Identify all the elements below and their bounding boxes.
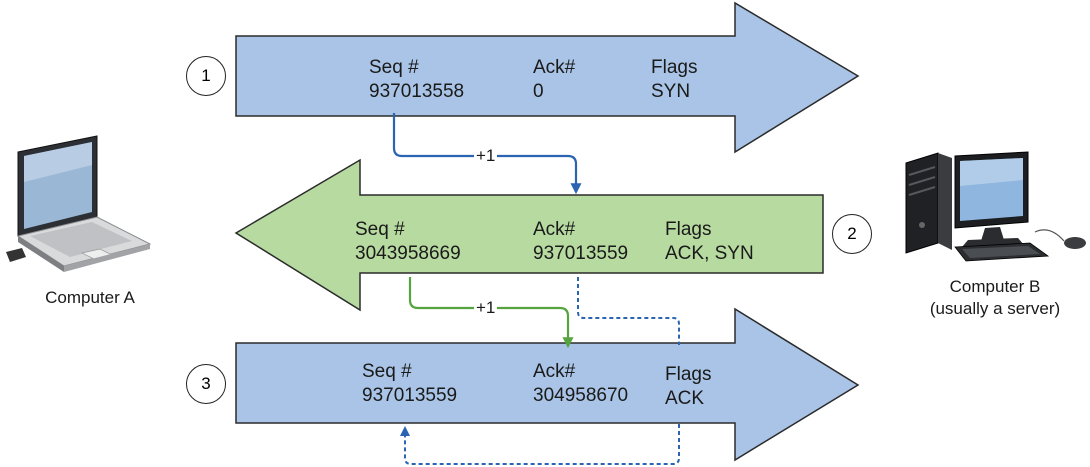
step-2-flags-label: Flags — [665, 219, 712, 240]
step-3-seq-label: Seq # — [362, 361, 412, 382]
step-3-flags-value: ACK — [665, 388, 705, 409]
step-2-number: 2 — [832, 214, 872, 254]
step-2-flags-value: ACK, SYN — [665, 243, 754, 264]
desktop-computer-icon — [905, 151, 1086, 262]
ack-return-connector — [400, 424, 680, 465]
step-2-ack-value: 937013559 — [533, 243, 629, 264]
step-1-flags-value: SYN — [651, 81, 691, 102]
step-1-arrow — [235, 1, 860, 154]
step-3-ack-label: Ack# — [533, 361, 576, 382]
step-1-ack-label: Ack# — [533, 57, 576, 78]
laptop-icon — [6, 135, 152, 272]
step-3-arrow — [235, 307, 860, 462]
computer-b-label-line1: Computer B — [949, 277, 1041, 296]
step-2-ack-label: Ack# — [533, 219, 576, 240]
computer-a-label: Computer A — [45, 288, 135, 307]
step-1-number: 1 — [186, 56, 226, 96]
computer-b-label-line2: (usually a server) — [929, 299, 1061, 318]
step-2-arrow — [234, 158, 824, 312]
increment-label-2: +1 — [474, 298, 498, 318]
step-1-seq-value: 937013558 — [369, 81, 465, 102]
step-1-flags-label: Flags — [651, 57, 698, 78]
step-2-seq-value: 3043958669 — [355, 243, 461, 264]
step-3-seq-value: 937013559 — [362, 385, 458, 406]
step-2-seq-label: Seq # — [355, 219, 405, 240]
step-3-number: 3 — [186, 364, 226, 404]
increment-label-1: +1 — [474, 146, 498, 166]
step-1-ack-value: 0 — [533, 81, 544, 102]
ack-echo-connector-down — [577, 277, 680, 345]
step-3-flags-label: Flags — [665, 364, 712, 385]
step-1-seq-label: Seq # — [369, 57, 419, 78]
step-3-ack-value: 304958670 — [533, 385, 629, 406]
